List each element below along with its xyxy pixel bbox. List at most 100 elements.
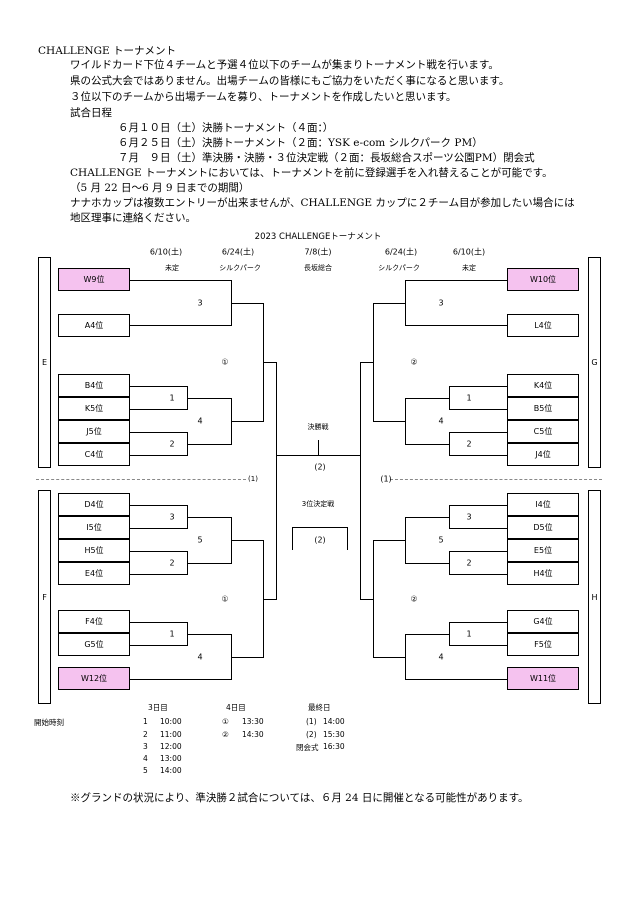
time-number: 5	[143, 766, 148, 775]
footnote: ※グランドの状況により、準決勝２試合については、６月 24 日に開催となる可能性…	[70, 792, 529, 804]
intro-paragraph-2: 県の公式大会ではありません。出場チームの皆様にもご協力をいただく事になると思いま…	[70, 75, 510, 87]
bracket-line	[130, 528, 188, 529]
semifinal-left-number: (1)	[248, 475, 258, 483]
match-number: 1	[466, 629, 472, 639]
match-number: 1	[169, 629, 175, 639]
bracket-line	[405, 634, 450, 635]
match-number: 1	[169, 393, 175, 403]
time-number: (2)	[306, 730, 317, 739]
time-value: 12:00	[160, 742, 182, 751]
bracket-line	[318, 440, 319, 455]
venue-col-3: 長坂総合	[304, 264, 332, 272]
time-number: ②	[222, 730, 229, 739]
time-value: 15:30	[323, 730, 345, 739]
team-slot: E4位	[58, 562, 130, 585]
team-slot: H5位	[58, 539, 130, 562]
team-slot: G5位	[58, 633, 130, 656]
bracket-line	[130, 551, 188, 552]
time-number: 2	[143, 730, 148, 739]
bracket-line	[449, 505, 507, 506]
team-slot: F4位	[58, 610, 130, 633]
date-col-1: 6/10(土)	[149, 247, 183, 257]
team-slot: I5位	[58, 516, 130, 539]
bracket-line	[231, 421, 264, 422]
match-number: 2	[466, 439, 472, 449]
bracket-line	[130, 622, 188, 623]
team-slot: B4位	[58, 374, 130, 397]
day4-title: 4日目	[226, 703, 246, 712]
bracket-line	[449, 574, 507, 575]
match-number: 5	[438, 535, 444, 545]
group-h-box: H	[588, 490, 601, 704]
date-col-2: 6/24(土)	[221, 247, 255, 257]
semifinal-right-number: (1)	[380, 474, 392, 484]
bracket-line	[373, 540, 406, 541]
team-slot: K5位	[58, 397, 130, 420]
venue-col-1: 未定	[165, 264, 179, 272]
third-place-label: 3位決定戦	[301, 500, 335, 508]
match-number: 4	[438, 416, 444, 426]
bracket-line	[187, 634, 232, 635]
team-slot: B5位	[507, 397, 579, 420]
bracket-line	[130, 455, 188, 456]
bracket-line	[263, 599, 277, 600]
bracket-line	[187, 444, 232, 445]
team-slot: A4位	[58, 314, 130, 337]
bracket-line	[405, 563, 450, 564]
bracket-line	[405, 444, 450, 445]
team-slot: J5位	[58, 420, 130, 443]
time-number: 3	[143, 742, 148, 751]
bracket-line	[130, 432, 188, 433]
note-line-1: CHALLENGE トーナメントにおいては、トーナメントを前に登録選手を入れ替え…	[70, 167, 553, 179]
time-value: 13:30	[242, 717, 264, 726]
start-time-label: 開始時刻	[34, 718, 64, 727]
schedule-item-3: ７月 ９日（土）準決勝・決勝・３位決定戦（２面：長坂総合スポーツ公園PM）閉会式	[118, 152, 535, 164]
final-number: (2)	[314, 462, 326, 472]
bracket-line	[449, 409, 507, 410]
note-line-2: （5 月 22 日～6 月 9 日までの期間）	[70, 182, 250, 194]
group-e-box: E	[38, 257, 51, 468]
bracket-line	[231, 657, 264, 658]
team-slot: W12位	[58, 667, 130, 690]
team-slot: D5位	[507, 516, 579, 539]
bracket-line	[360, 362, 374, 363]
bracket-line	[292, 527, 348, 528]
team-slot: D4位	[58, 493, 130, 516]
bracket-line	[318, 455, 360, 456]
team-slot: E5位	[507, 539, 579, 562]
schedule-item-1: ６月１０日（土）決勝トーナメント（４面：）	[118, 122, 334, 134]
bracket-line	[449, 622, 507, 623]
bracket-line	[405, 679, 507, 680]
group-f-box: F	[38, 490, 51, 704]
bracket-line	[449, 551, 507, 552]
team-slot: K4位	[507, 374, 579, 397]
page-title: CHALLENGE トーナメント	[38, 45, 176, 57]
time-value: 16:30	[323, 742, 345, 751]
bracket-line	[187, 517, 232, 518]
divider-right	[390, 479, 602, 480]
bracket-line	[263, 362, 277, 363]
bracket-title: 2023 CHALLENGEトーナメント	[254, 232, 382, 242]
time-number: 閉会式	[296, 743, 319, 752]
date-col-4: 6/24(土)	[384, 247, 418, 257]
match-number: 3	[466, 512, 472, 522]
time-value: 14:00	[160, 766, 182, 775]
bracket-line	[360, 599, 374, 600]
bracket-line	[231, 540, 264, 541]
bracket-line	[449, 645, 507, 646]
team-slot: C4位	[58, 443, 130, 466]
team-slot: L4位	[507, 314, 579, 337]
team-slot: C5位	[507, 420, 579, 443]
bracket-line	[130, 325, 232, 326]
bracket-line	[187, 398, 232, 399]
bracket-line	[449, 432, 507, 433]
time-value: 11:00	[160, 730, 182, 739]
bracket-line	[373, 303, 406, 304]
date-col-5: 6/10(土)	[452, 247, 486, 257]
date-col-3: 7/8(土)	[304, 247, 332, 257]
intro-paragraph-3: ３位以下のチームから出場チームを募り、トーナメントを作成したいと思います。	[70, 91, 457, 103]
time-value: 14:00	[323, 717, 345, 726]
bracket-line	[130, 409, 188, 410]
note-line-3: ナナホカップは複数エントリーが出来ませんが、CHALLENGE カップに２チーム…	[70, 197, 575, 209]
match-number: 2	[466, 558, 472, 568]
